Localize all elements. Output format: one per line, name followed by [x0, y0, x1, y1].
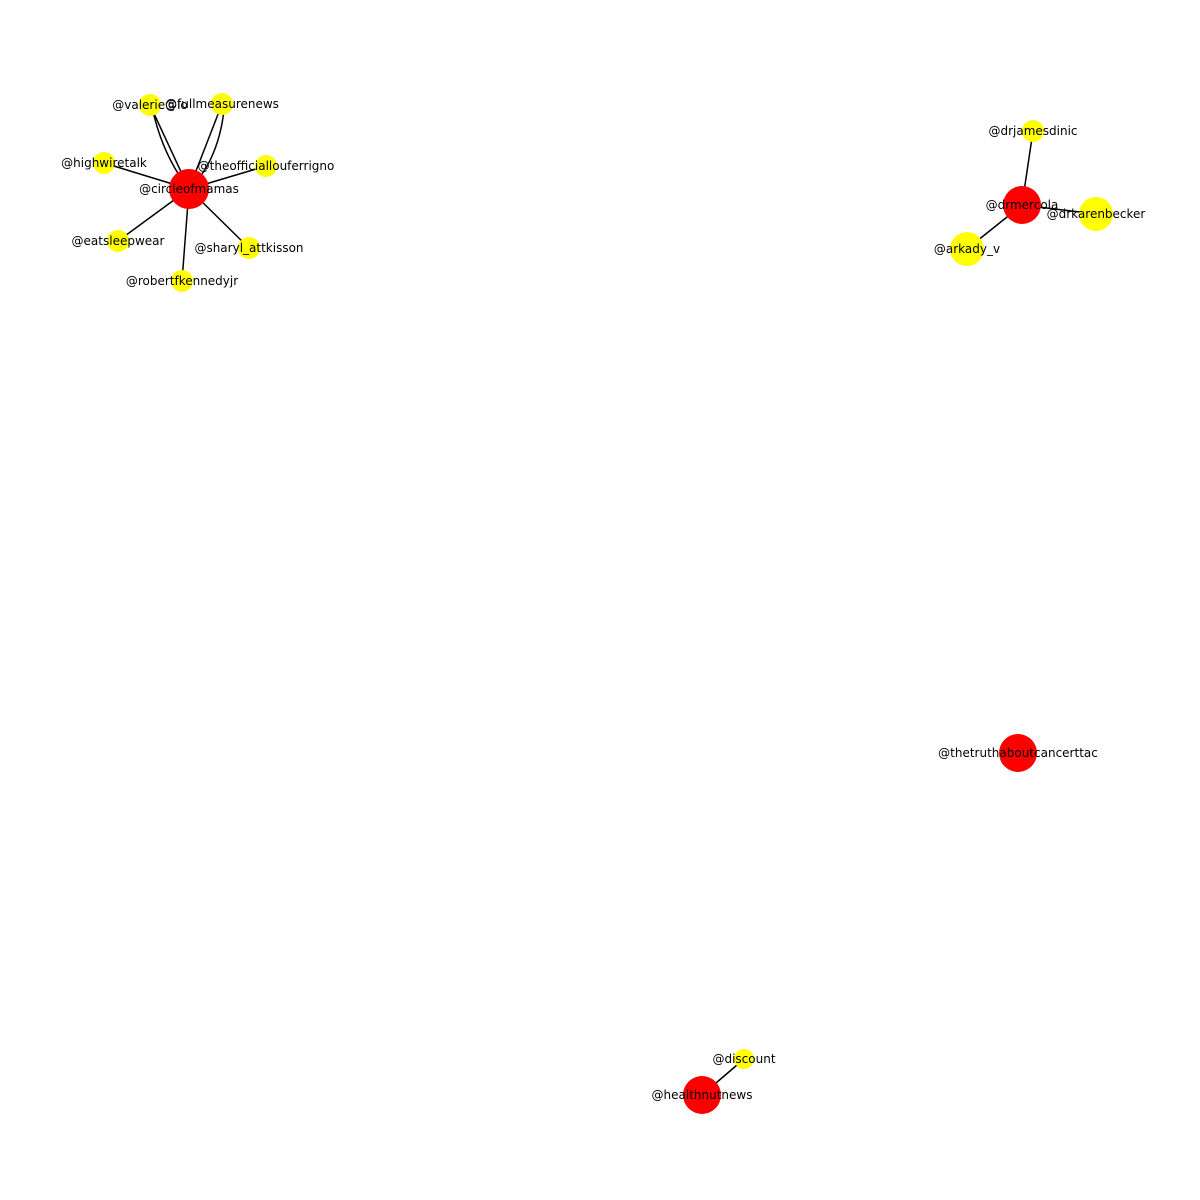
labels-layer: @circleofmamas @valerie@lo@fullmeasurenew… — [61, 97, 1145, 1102]
node-label-drmercola: @drmercola — [986, 198, 1059, 212]
node-label-thetruthaboutcancerttac: @thetruthaboutcancerttac — [938, 746, 1098, 760]
node-highwiretalk[interactable] — [93, 152, 115, 174]
node-label-eatsleepwear: @eatsleepwear — [72, 234, 165, 248]
node-discount[interactable] — [734, 1049, 754, 1069]
nodes-layer — [93, 93, 1113, 1114]
node-label-drkarenbecker: @drkarenbecker — [1047, 207, 1146, 221]
node-drjamesdinic[interactable] — [1022, 120, 1044, 142]
node-label-robertfkennedyjr: @robertfkennedyjr — [126, 274, 238, 288]
node-arkady_v[interactable] — [950, 232, 984, 266]
node-fullmeasurenews[interactable] — [211, 93, 233, 115]
node-valerie[interactable] — [139, 94, 161, 116]
node-label-discount: @discount — [712, 1052, 775, 1066]
node-label-sharyl_attkisson: @sharyl_attkisson — [194, 241, 303, 255]
node-thetruthaboutcancerttac[interactable] — [999, 734, 1037, 772]
node-label-circleofmamas: @circleofmamas — [139, 182, 239, 196]
node-label-healthnutnews: @healthnutnews — [652, 1088, 753, 1102]
node-label-valerie: @valerie@lo — [112, 98, 188, 112]
node-drkarenbecker[interactable] — [1079, 197, 1113, 231]
node-healthnutnews[interactable] — [683, 1076, 721, 1114]
node-sharyl_attkisson[interactable] — [238, 237, 260, 259]
node-robertfkennedyjr[interactable] — [171, 270, 193, 292]
node-label-fullmeasurenews: @fullmeasurenews — [165, 97, 279, 111]
node-theofficiallouferrigno[interactable] — [255, 155, 277, 177]
node-label-highwiretalk: @highwiretalk — [61, 156, 147, 170]
node-label-arkady_v: @arkady_v — [934, 242, 1000, 256]
node-drmercola[interactable] — [1003, 186, 1041, 224]
node-label-theofficiallouferrigno: @theofficiallouferrigno — [198, 159, 335, 173]
node-eatsleepwear[interactable] — [107, 230, 129, 252]
node-circleofmamas[interactable] — [169, 169, 209, 209]
node-label-drjamesdinic: @drjamesdinic — [988, 124, 1077, 138]
